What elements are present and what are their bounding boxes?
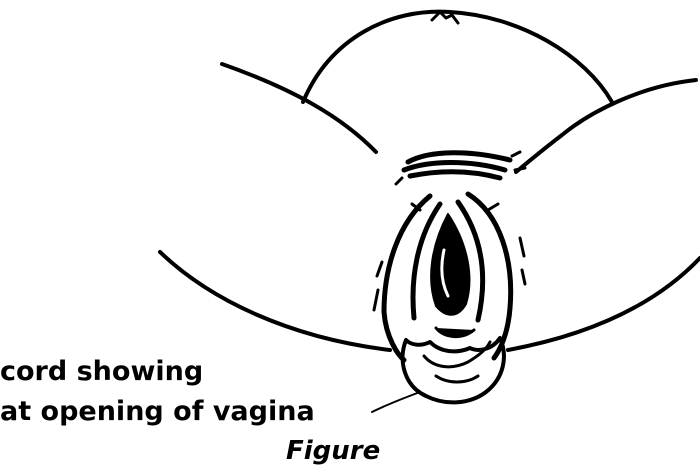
upper-curve [303,12,612,102]
label-at-opening: at opening of vagina [0,398,315,425]
pointer-line [372,392,420,412]
label-cord-showing: cord showing [0,358,203,385]
cord-shadow [436,328,474,337]
outer-left [384,196,430,360]
right-thigh-bottom [508,258,700,350]
left-thigh-bottom [160,252,390,350]
opening [431,214,469,315]
figure-caption: Figure [286,438,380,464]
hair-band [404,153,510,178]
outer-right [468,194,511,358]
left-thigh-top [222,64,376,152]
